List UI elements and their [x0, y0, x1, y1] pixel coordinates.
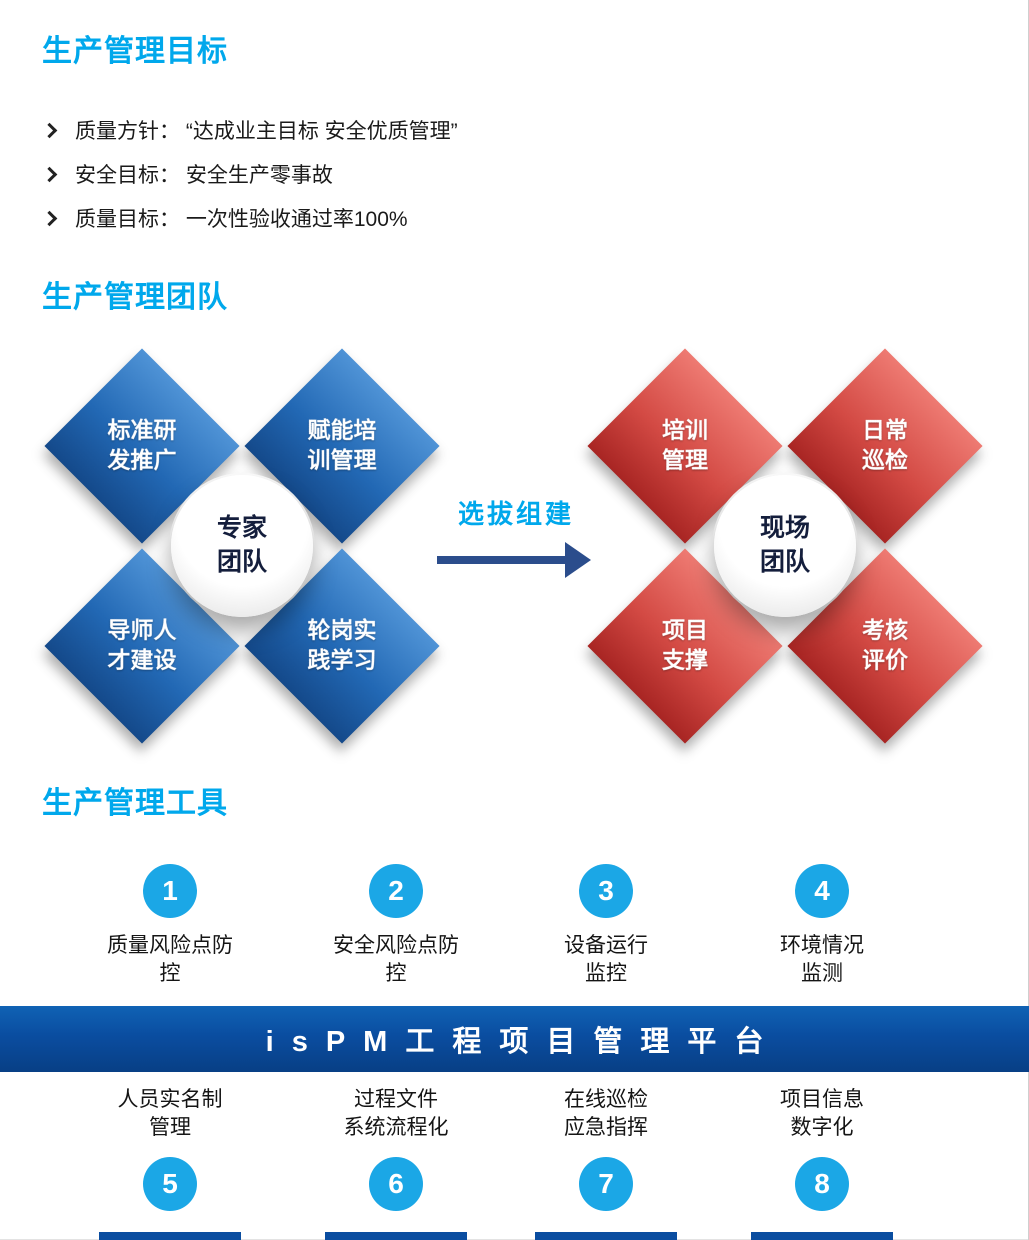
diamond-label: 项目 支撑	[662, 617, 708, 673]
tool-label: 质量风险点防 控	[107, 934, 233, 986]
bullet-arrow-icon	[41, 210, 58, 226]
tool-number-badge: 3	[579, 864, 633, 918]
tool-number-badge: 8	[795, 1156, 849, 1211]
bottom-banner-strip	[751, 1232, 893, 1240]
tool-label: 人员实名制 管理	[117, 1088, 223, 1140]
diamond-label: 轮岗实 践学习	[307, 617, 377, 673]
tool-column-2: 2 安全风险点防 控	[284, 864, 508, 989]
tool-column-1: 1 质量风险点防 控	[58, 864, 282, 989]
tool-label: 安全风险点防 控	[333, 934, 459, 986]
tool-column-3: 3 设备运行 监控	[494, 864, 718, 989]
expert-team-cluster: 标准研 发推广 赋能培 训管理 导师人 才建设 轮岗实 践学习 专家 团队	[42, 346, 442, 746]
diamond-label: 日常 巡检	[862, 417, 908, 473]
tool-number-badge: 2	[369, 864, 423, 918]
goal-item: 质量目标： 一次性验收通过率100%	[41, 196, 458, 240]
tool-number-badge: 7	[579, 1156, 633, 1211]
goal-item: 质量方针： “达成业主目标 安全优质管理”	[41, 108, 458, 152]
platform-banner: isPM工程项目管理平台	[0, 1006, 1029, 1072]
tool-column-4: 4 环境情况 监测	[710, 864, 934, 989]
tool-label: 过程文件 系统流程化	[343, 1088, 449, 1140]
team-title: 生产管理团队	[42, 281, 228, 314]
tool-column-7: 在线巡检 应急指挥 7	[494, 1086, 718, 1211]
tool-label: 设备运行 监控	[564, 934, 648, 986]
diamond-label: 导师人 才建设	[107, 617, 177, 673]
diamond-label: 培训 管理	[662, 417, 708, 473]
tool-number-badge: 4	[795, 864, 849, 918]
hub-label: 现场 团队	[759, 514, 810, 576]
flow-arrow-label: 选拔组建	[457, 499, 574, 529]
goal-text: 质量方针： “达成业主目标 安全优质管理”	[75, 120, 458, 143]
goal-item: 安全目标： 安全生产零事故	[41, 152, 458, 196]
arrow-right-icon	[437, 556, 565, 564]
tool-number-badge: 1	[143, 864, 197, 918]
tool-label: 项目信息 数字化	[780, 1088, 864, 1140]
bottom-banner-strip	[535, 1232, 677, 1240]
diamond-label: 赋能培 训管理	[307, 417, 377, 473]
tool-column-6: 过程文件 系统流程化 6	[284, 1086, 508, 1211]
tool-label: 在线巡检 应急指挥	[564, 1088, 648, 1140]
bullet-arrow-icon	[41, 166, 58, 182]
goals-title: 生产管理目标	[42, 35, 228, 68]
diamond-label: 考核 评价	[862, 617, 908, 673]
bottom-banner-strip	[325, 1232, 467, 1240]
bottom-banner-strip	[99, 1232, 241, 1240]
arrow-right-icon	[565, 542, 591, 578]
goal-text: 安全目标： 安全生产零事故	[75, 164, 333, 187]
tool-label: 环境情况 监测	[780, 934, 864, 986]
tool-number-badge: 6	[369, 1156, 423, 1211]
diamond-label: 标准研 发推广	[107, 417, 177, 473]
hub-label: 专家 团队	[216, 514, 267, 576]
goal-text: 质量目标： 一次性验收通过率100%	[75, 208, 408, 231]
site-team-hub: 现场 团队	[714, 475, 856, 617]
bullet-arrow-icon	[41, 122, 58, 138]
tools-title: 生产管理工具	[42, 787, 228, 820]
tool-column-5: 人员实名制 管理 5	[58, 1086, 282, 1211]
tool-number-badge: 5	[143, 1156, 197, 1211]
expert-team-hub: 专家 团队	[171, 475, 313, 617]
site-team-cluster: 培训 管理 日常 巡检 项目 支撑 考核 评价 现场 团队	[585, 346, 985, 746]
tool-column-8: 项目信息 数字化 8	[710, 1086, 934, 1211]
goals-list: 质量方针： “达成业主目标 安全优质管理” 安全目标： 安全生产零事故 质量目标…	[41, 108, 458, 240]
